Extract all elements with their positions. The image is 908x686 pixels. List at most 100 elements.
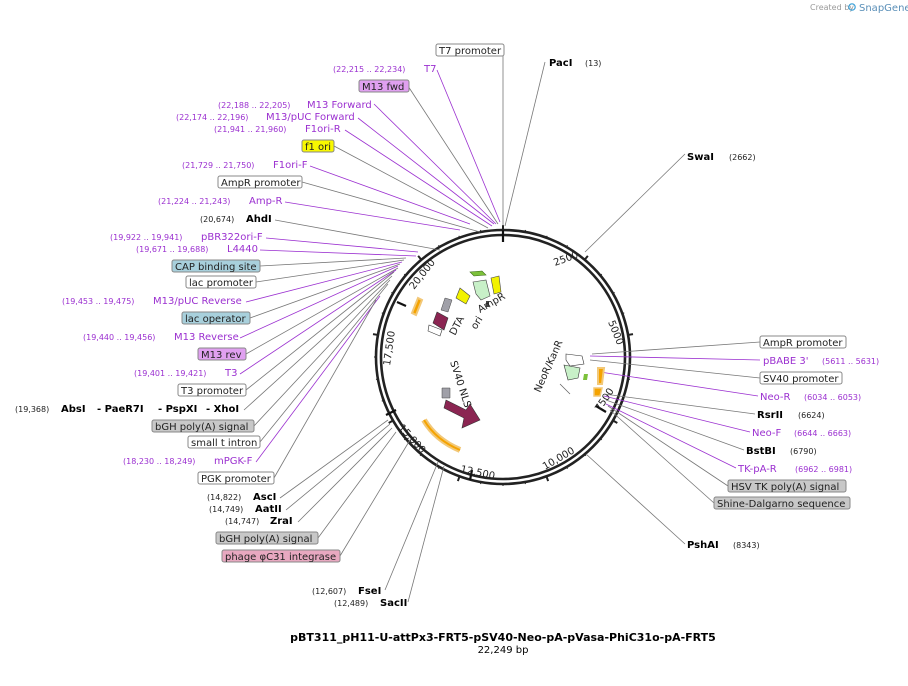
aatii-coord: (14,749)	[209, 505, 243, 514]
m13-fwd-box	[358, 79, 410, 93]
amp-r-coord: (21,224 .. 21,243)	[158, 197, 230, 206]
ori-feature	[455, 287, 471, 305]
ring-ticks	[372, 225, 634, 486]
pbabe3-label: pBABE 3'	[763, 356, 809, 367]
promoter-feature-box	[427, 324, 443, 337]
ahdi-label: AhdI	[246, 214, 272, 225]
zrai-coord: (14,747)	[225, 517, 259, 526]
feature-label-ori: ori	[469, 315, 485, 332]
t7-label: T7	[423, 64, 436, 75]
leader-line	[317, 431, 397, 539]
paci-label: PacI	[549, 58, 572, 69]
sacii-label: SacII	[380, 598, 407, 609]
ampr-promoter-left-box	[217, 175, 303, 189]
leader-line	[589, 355, 761, 361]
m13-forward-label: M13 Forward	[307, 100, 372, 111]
small-t-intron-box	[187, 435, 261, 449]
asci-coord: (14,822)	[207, 493, 241, 502]
pgk-promoter-box	[197, 471, 275, 485]
ring-marker	[468, 469, 474, 481]
cap-binding-site-box	[171, 259, 261, 273]
m13-reverse-label: M13 Reverse	[174, 332, 239, 343]
ring-tick	[584, 453, 587, 457]
leader-line	[436, 69, 501, 223]
m13-fwd-label: M13 fwd	[362, 82, 404, 93]
ring-tick	[545, 475, 550, 482]
ring-tick-labels: 2500 5000 7500 10,000 12,500 15,000 17,5…	[382, 250, 625, 482]
pbr322ori-f-label: pBR322ori-F	[201, 232, 263, 243]
snapgene-logo-icon	[848, 3, 856, 11]
tk-pa-r-label: TK-pA-R	[737, 464, 777, 475]
leader-line	[591, 341, 761, 355]
leader-line	[253, 279, 391, 427]
fsei-coord: (12,607)	[312, 587, 346, 596]
aatii-label: AatII	[255, 504, 282, 515]
l4440-coord: (19,671 .. 19,688)	[136, 245, 208, 254]
green-feature-arrow	[469, 270, 487, 277]
leader-line	[605, 399, 745, 451]
leader-line	[255, 259, 405, 283]
ring-tick	[438, 245, 440, 248]
m13-rev-box	[197, 347, 247, 361]
leader-line	[373, 103, 497, 225]
ring-tick	[403, 273, 407, 276]
leader-line	[255, 295, 381, 463]
t3-promoter-box	[177, 383, 247, 397]
small-t-intron-label: small t intron	[191, 438, 257, 449]
leader-line	[297, 427, 393, 523]
leader-line	[599, 371, 759, 397]
amp-r-label: Amp-R	[249, 196, 283, 207]
leader-line	[344, 129, 493, 227]
tk-pa-r-coord: (6962 .. 6981)	[795, 465, 852, 474]
ring-tick	[599, 273, 603, 276]
tick-label-5000: 5000	[605, 319, 625, 347]
ori-marker	[486, 301, 489, 307]
t3-label: T3	[224, 368, 237, 379]
bgh-polya-box-1	[151, 419, 255, 433]
leader-line	[245, 271, 395, 391]
f1ori-r-coord: (21,941 .. 21,960)	[214, 125, 286, 134]
ampr-promoter-left-label: AmpR promoter	[221, 178, 301, 189]
leader-line	[605, 403, 737, 469]
shine-dalgarno-box	[713, 496, 851, 510]
ring-marker	[396, 300, 407, 308]
ring-tick	[417, 255, 423, 261]
tick-label-12500: 12,500	[459, 464, 496, 482]
ring-tick	[419, 453, 422, 457]
leader-line	[243, 275, 393, 411]
ring-tick	[381, 399, 384, 402]
tick-label-15000: 15,000	[396, 423, 428, 456]
orange-feature-arrow-left	[410, 296, 424, 317]
sv40-nls-box	[441, 387, 451, 399]
pshai-label: PshAI	[687, 540, 719, 551]
lac-operator-label: lac operator	[185, 314, 246, 325]
t7-coord: (22,215 .. 22,234)	[333, 65, 405, 74]
t7-promoter-box	[435, 43, 505, 57]
pbr322ori-f-coord: (19,922 .. 19,941)	[110, 233, 182, 242]
paer7i-label: - PaeR7I	[97, 404, 144, 415]
f1ori-f-coord: (21,729 .. 21,750)	[182, 161, 254, 170]
rsrii-label: RsrII	[757, 410, 783, 421]
f1-ori-label: f1 ori	[305, 142, 331, 153]
t7-promoter-label: T7 promoter	[438, 46, 502, 57]
leader-line	[239, 269, 397, 375]
bgh-polya-label-1: bGH poly(A) signal	[155, 422, 248, 433]
absi-label: AbsI	[61, 404, 86, 415]
leader-line	[585, 453, 686, 545]
pgk-promoter-label: PGK promoter	[201, 474, 272, 485]
ring-tick	[566, 466, 568, 469]
mpgk-f-coord: (18,230 .. 18,249)	[123, 457, 195, 466]
leader-line	[265, 237, 419, 253]
neo-r-label: Neo-R	[760, 392, 791, 403]
tick-label-2500: 2500	[552, 250, 580, 269]
feature-label-dta: DTA	[448, 315, 467, 338]
ring-tick	[391, 292, 394, 294]
lac-promoter-box	[185, 275, 257, 289]
m13-puc-reverse-label: M13/pUC Reverse	[153, 296, 242, 307]
m13-puc-forward-coord: (22,174 .. 22,196)	[176, 113, 248, 122]
leader-line	[384, 461, 439, 591]
phic31-integrase-box	[221, 549, 341, 563]
leader-line	[603, 393, 756, 415]
hsv-tk-polya-box	[727, 479, 847, 493]
leader-line	[407, 85, 499, 225]
